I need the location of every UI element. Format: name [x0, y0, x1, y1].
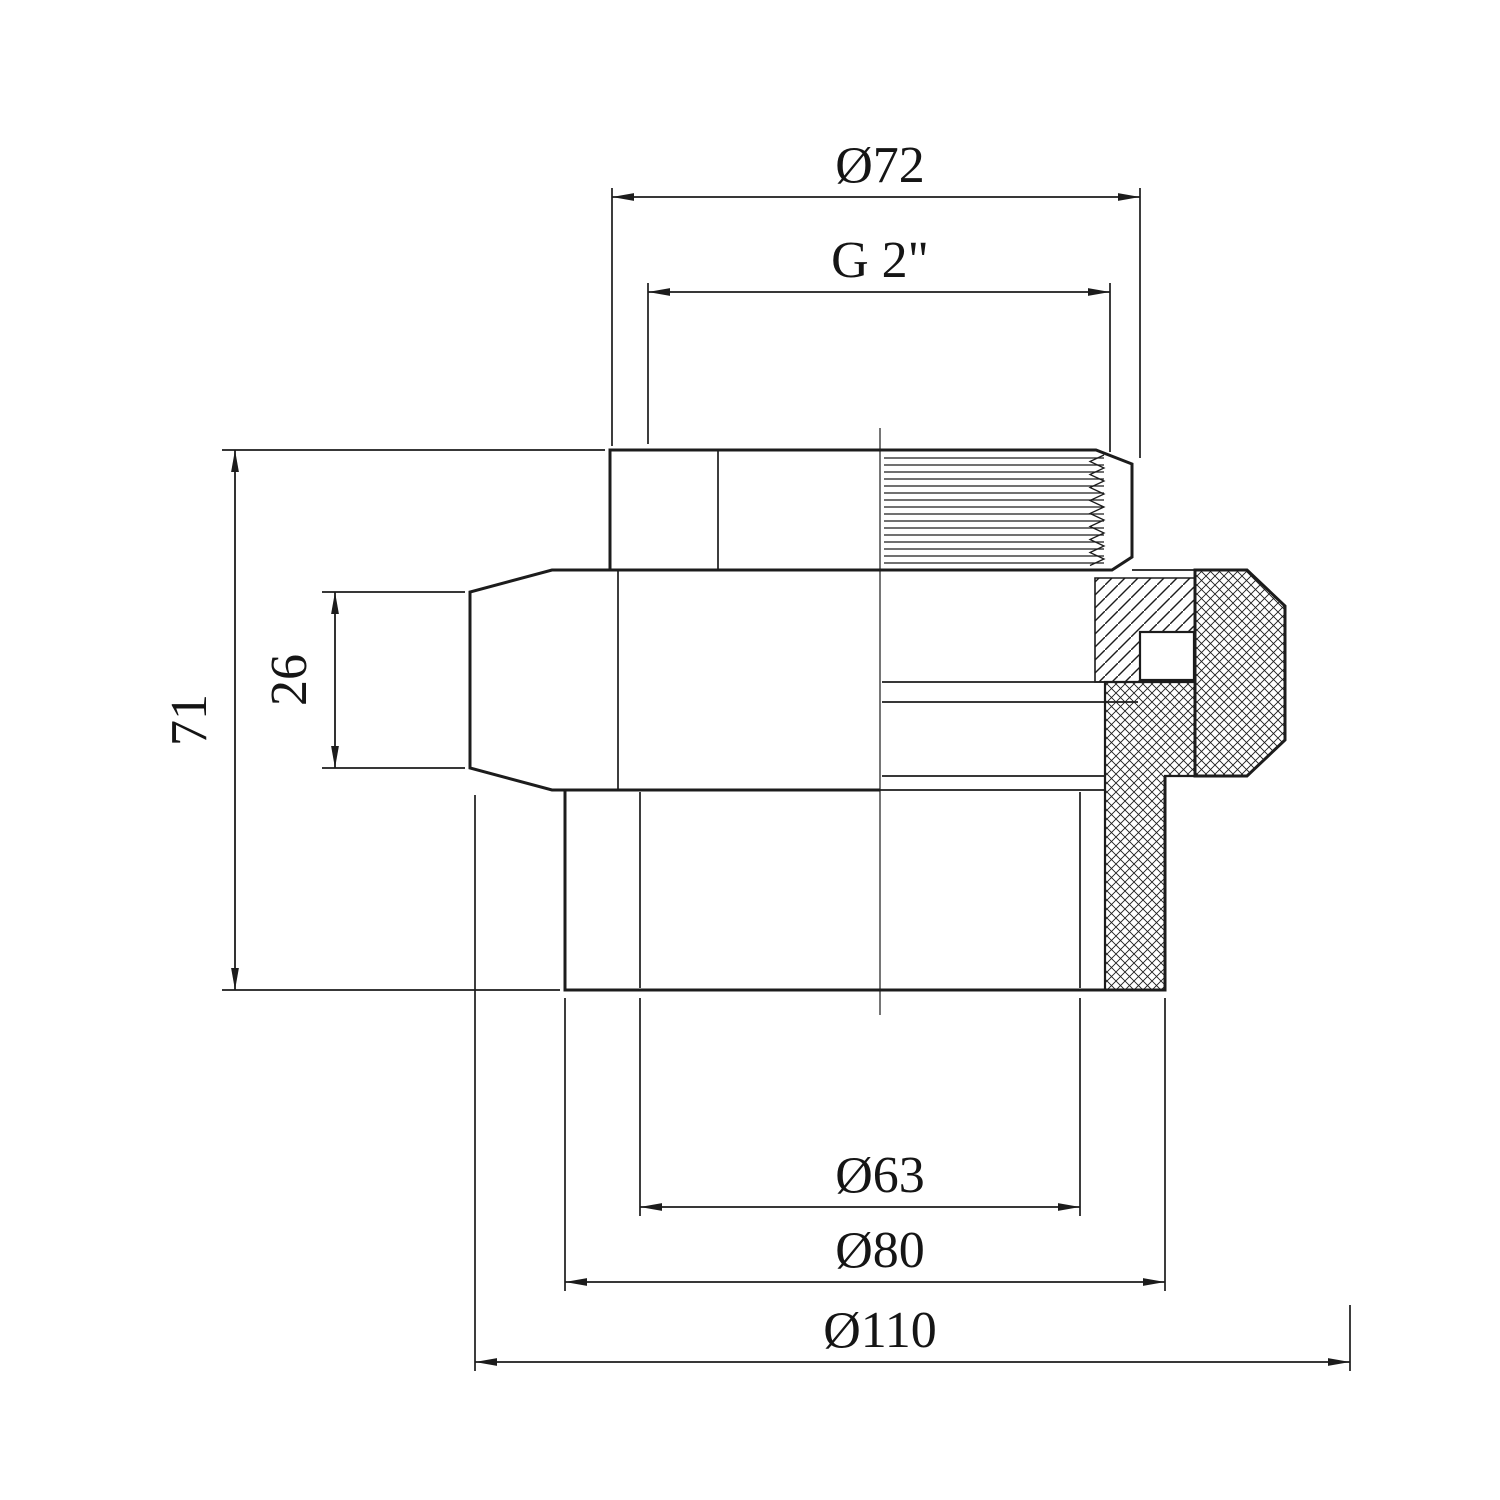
- dimension-diameter-110: Ø110: [474, 795, 1351, 1371]
- dim-71-label: 71: [161, 694, 218, 746]
- dim-80-label: Ø80: [835, 1222, 925, 1279]
- dimension-diameter-72: Ø72: [611, 137, 1141, 458]
- thread-profile-zigzag: [1088, 454, 1106, 567]
- thread-relief-detail: [1138, 630, 1196, 682]
- dimension-thread-g2: G 2": [647, 232, 1111, 452]
- dim-72-extension-lines: [611, 188, 1141, 458]
- dim-110-label: Ø110: [823, 1302, 937, 1359]
- dimension-diameter-80: Ø80: [564, 998, 1166, 1291]
- dim-71-extension-lines: [222, 449, 605, 991]
- union-nut-outline: [1193, 568, 1287, 778]
- dim-g2-extension-lines: [647, 283, 1111, 452]
- dim-26-extension-lines: [322, 591, 465, 769]
- dim-26-label: 26: [261, 654, 318, 706]
- dim-63-label: Ø63: [835, 1147, 925, 1204]
- fitting-section-view: [468, 428, 1287, 1015]
- dim-63-extension-lines: [639, 998, 1081, 1216]
- dim-80-extension-lines: [564, 998, 1166, 1291]
- dimension-height-71: 71: [161, 449, 605, 991]
- dim-110-extension-lines: [474, 795, 1351, 1371]
- hex-body-outline: [468, 568, 880, 792]
- dimension-diameter-63: Ø63: [639, 998, 1081, 1216]
- top-nut-outline: [608, 448, 1134, 572]
- thread-lines: [884, 457, 1104, 564]
- dim-72-label: Ø72: [835, 137, 925, 194]
- bore-and-step-lines: [639, 569, 1195, 988]
- dimension-height-26: 26: [261, 591, 465, 769]
- dim-g2-label: G 2": [831, 232, 929, 289]
